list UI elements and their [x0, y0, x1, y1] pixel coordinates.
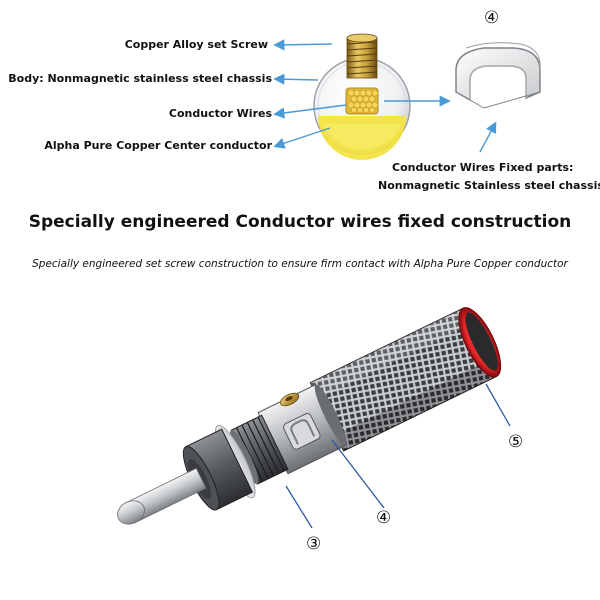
- conductor-wires: [345, 87, 379, 115]
- callout-conductor-wires: Conductor Wires: [168, 107, 272, 120]
- callout-center-conductor: Alpha Pure Copper Center conductor: [44, 139, 272, 152]
- marker-leaders: [285, 383, 511, 529]
- headline: Specially engineered Conductor wires fix…: [28, 212, 572, 232]
- part-marker-top: ④: [484, 8, 500, 28]
- body-window: [283, 413, 321, 450]
- callout-arrows: [273, 39, 497, 153]
- top-diagram: [273, 33, 541, 160]
- subline: Specially engineered set screw construct…: [32, 258, 568, 270]
- knurled-sleeve: [309, 307, 498, 452]
- callout-body: Body: Nonmagnetic stainless steel chassi…: [8, 72, 272, 85]
- set-screw: [346, 33, 378, 79]
- fixed-part-clip: [455, 42, 541, 109]
- banana-pin: [117, 467, 207, 525]
- callout-fixed-parts-line1: Conductor Wires Fixed parts:: [392, 161, 574, 174]
- marker-3: ③: [306, 534, 322, 554]
- callout-set-screw: Copper Alloy set Screw: [124, 38, 268, 51]
- marker-4: ④: [376, 508, 392, 528]
- callout-fixed-parts-line2: Nonmagnetic Stainless steel chassis: [378, 179, 600, 192]
- steel-body: [257, 383, 347, 475]
- marker-5: ⑤: [508, 432, 524, 452]
